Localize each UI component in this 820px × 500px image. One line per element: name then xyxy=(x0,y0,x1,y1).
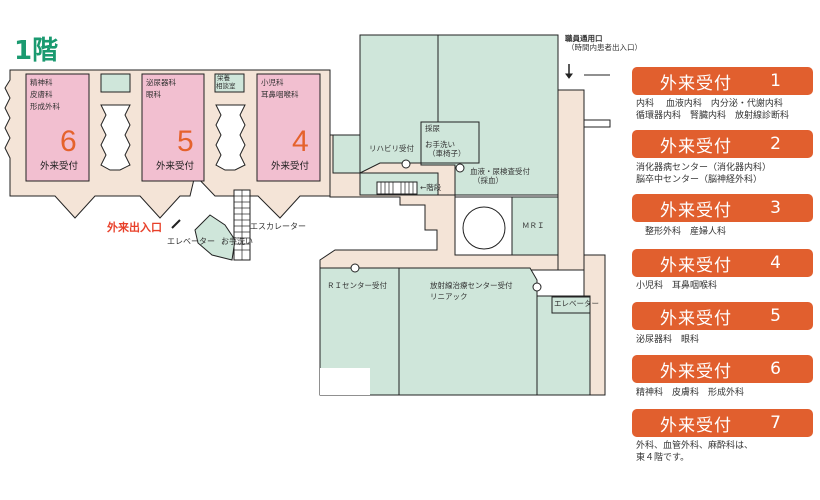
room6-dept: 精神科 xyxy=(30,78,53,87)
room6-number: 6 xyxy=(60,125,77,158)
urine-room xyxy=(420,121,480,164)
room5-number: 5 xyxy=(177,125,194,158)
radiotherapy-label: リニアック xyxy=(430,292,468,301)
rehab-label: リハビリ受付 xyxy=(369,144,414,153)
mri-label: ＭＲＩ xyxy=(522,221,545,230)
staff-entrance-note: （時間内患者出入口） xyxy=(567,43,642,52)
room6-reception: 外来受付 xyxy=(40,161,79,172)
room-4 xyxy=(256,73,321,182)
room-5 xyxy=(141,73,205,182)
room4-dept: 耳鼻咽喉科 xyxy=(261,90,299,99)
reception-6-depts: 精神科 皮膚科 形成外科 xyxy=(636,388,745,398)
blood-test-label: 血液・尿検査受付 xyxy=(470,167,530,176)
small-green-room xyxy=(100,73,131,93)
elevator-right xyxy=(551,296,591,314)
reception-2-depts: 消化器病センター（消化器内科）脳卒中センター（脳神経外科） xyxy=(636,163,772,185)
reception-5-depts: 泌尿器科 眼科 xyxy=(636,335,700,345)
toilet-wheelchair-label: （車椅子） xyxy=(428,149,466,158)
nutrition-room xyxy=(214,73,245,93)
stairs-label: ←階段 xyxy=(420,183,442,192)
room4-dept: 小児科 xyxy=(261,78,284,87)
elevator-toilet-left xyxy=(194,214,236,261)
elevator-left-label: エレベーター xyxy=(167,237,215,246)
mri-room xyxy=(511,196,559,256)
reception-3-depts: 整形外科 産婦人科 xyxy=(636,227,727,237)
toilet-left-label: お手洗い xyxy=(221,237,253,246)
room6-dept: 形成外科 xyxy=(30,102,60,111)
outpatient-entrance-label: 外来出入口 xyxy=(107,221,162,234)
room-6 xyxy=(25,73,90,182)
floor-plan-drawing xyxy=(4,34,611,396)
toilet-wheelchair-label: お手洗い xyxy=(425,140,455,149)
elevator-right-label: エレベーター xyxy=(554,299,599,308)
reception-1-depts: 内科 血液内科 内分泌・代謝内科循環器内科 腎臓内科 放射線診断科 xyxy=(636,99,790,121)
staff-entrance-label: 職員通用口 xyxy=(565,34,603,43)
east-corridor xyxy=(557,89,585,271)
nutrition-label: 相談室 xyxy=(216,82,236,90)
room5-reception: 外来受付 xyxy=(156,161,195,172)
room6-dept: 皮膚科 xyxy=(30,90,53,99)
room5-dept: 眼科 xyxy=(146,90,161,99)
reception-7-note: 外科、血管外科、麻酔科は、東４階です。 xyxy=(636,441,754,463)
floor-title: 1階 xyxy=(14,36,59,66)
room4-number: 4 xyxy=(292,125,309,158)
ri-center-label: ＲＩセンター受付 xyxy=(327,281,387,290)
room4-reception: 外来受付 xyxy=(271,161,310,172)
room5-dept: 泌尿器科 xyxy=(146,78,176,87)
blood-test-label: （採血） xyxy=(473,176,503,185)
radiotherapy-label: 放射線治療センター受付 xyxy=(430,281,513,290)
urine-label: 採尿 xyxy=(425,124,440,133)
nutrition-label: 栄養 xyxy=(217,74,230,82)
escalator-label: エスカレーター xyxy=(250,222,306,231)
reception-4-depts: 小児科 耳鼻咽喉科 xyxy=(636,281,718,291)
